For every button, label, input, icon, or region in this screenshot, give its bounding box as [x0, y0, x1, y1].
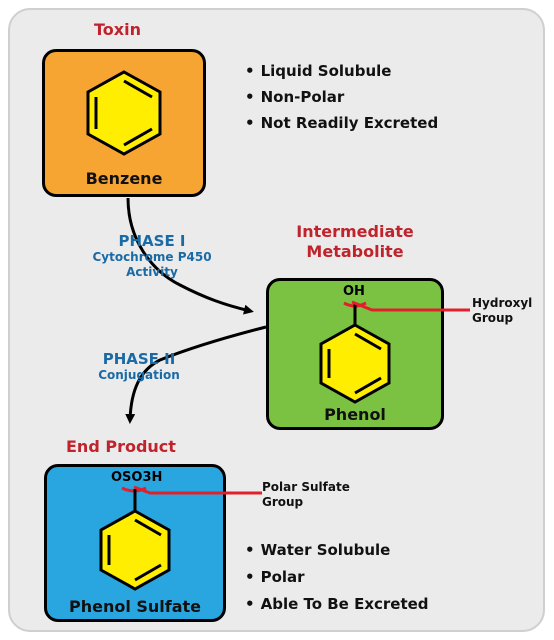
- end-product-property: Able To Be Excreted: [245, 591, 429, 618]
- hydroxyl-group-label: Hydroxyl Group: [472, 296, 532, 326]
- sulfate-group-label-line2: Group: [262, 495, 304, 509]
- phase1-line2: Activity: [126, 265, 178, 279]
- phase2-title: PHASE II: [102, 350, 176, 368]
- hydroxyl-formula: OH: [343, 284, 365, 299]
- toxin-property: Non-Polar: [245, 84, 438, 110]
- hydroxyl-group-label-line2: Group: [472, 311, 514, 325]
- phenol-structure-icon: [319, 301, 391, 404]
- toxin-properties-list: Liquid Solubule Non-Polar Not Readily Ex…: [245, 58, 439, 136]
- hydroxyl-group-label-line1: Hydroxyl: [472, 296, 533, 310]
- phenol-sulfate-box: OSO3H Phenol Sulfate: [44, 464, 226, 622]
- sulfate-group-label: Polar Sulfate Group: [262, 480, 350, 510]
- benzene-label: Benzene: [85, 169, 163, 188]
- phenol-sulfate-structure-icon: [99, 486, 171, 591]
- intermediate-heading: Intermediate Metabolite: [287, 222, 423, 262]
- phase2-label: PHASE II Conjugation: [84, 350, 194, 383]
- end-product-properties-list: Water Solubule Polar Able To Be Excreted: [245, 537, 429, 618]
- toxin-property: Liquid Solubule: [245, 58, 438, 84]
- phase1-label: PHASE I Cytochrome P450 Activity: [72, 232, 232, 280]
- end-product-property: Water Solubule: [245, 537, 429, 564]
- phase1-line1: Cytochrome P450: [92, 250, 212, 264]
- sulfate-group-label-line1: Polar Sulfate: [262, 480, 350, 494]
- phase1-arrow: [126, 197, 254, 315]
- toxin-property: Not Readily Excreted: [245, 110, 439, 136]
- benzene-box: Benzene: [42, 49, 206, 197]
- phase2-arrow: [125, 325, 267, 424]
- phase1-title: PHASE I: [118, 232, 186, 250]
- phase2-line1: Conjugation: [98, 368, 180, 382]
- toxin-heading: Toxin: [94, 20, 141, 39]
- sulfate-formula: OSO3H: [111, 470, 163, 485]
- intermediate-heading-line2: Metabolite: [306, 242, 404, 261]
- phenol-sulfate-label: Phenol Sulfate: [68, 597, 202, 616]
- phenol-box: OH Phenol: [266, 278, 444, 430]
- benzene-ring-icon: [86, 70, 162, 156]
- phenol-label: Phenol: [324, 405, 386, 424]
- end-product-heading: End Product: [66, 437, 176, 456]
- end-product-property: Polar: [245, 564, 429, 591]
- intermediate-heading-line1: Intermediate: [296, 222, 414, 241]
